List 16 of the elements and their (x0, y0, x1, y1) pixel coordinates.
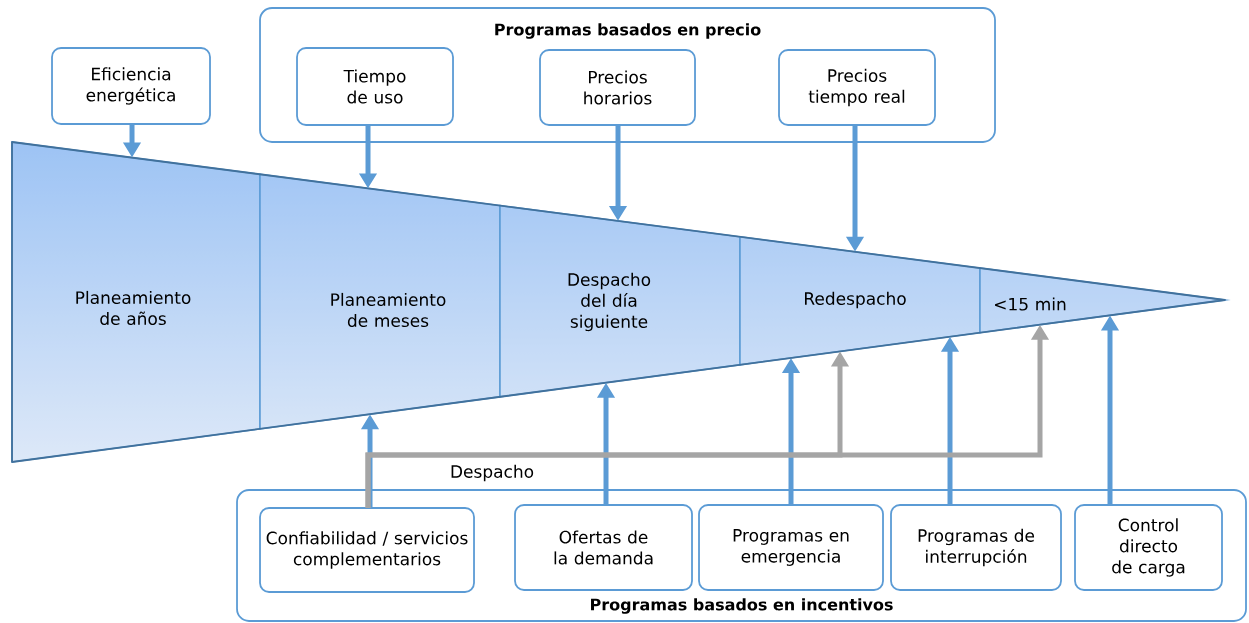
funnel-segment: Planeamiento de años (11, 141, 261, 463)
program-box: Programas en emergencia (698, 504, 884, 591)
funnel-segment: <15 min (979, 267, 1231, 334)
program-box: Programas de interrupción (890, 504, 1062, 591)
program-box: Control directo de carga (1074, 504, 1223, 591)
edge-label: Despacho (448, 463, 536, 483)
funnel-segment: Planeamiento de meses (259, 173, 501, 430)
program-box: Precios tiempo real (778, 49, 936, 126)
group-heading: Programas basados en incentivos (591, 598, 893, 614)
funnel-segment: Despacho del día siguiente (499, 204, 741, 398)
program-box: Precios horarios (539, 49, 696, 126)
program-box: Confiabilidad / servicios complementarios (259, 507, 475, 593)
program-box: Ofertas de la demanda (514, 504, 693, 591)
program-box: Eficiencia energética (51, 47, 211, 125)
group-heading: Programas basados en precio (495, 23, 761, 39)
program-box: Tiempo de uso (296, 47, 454, 126)
